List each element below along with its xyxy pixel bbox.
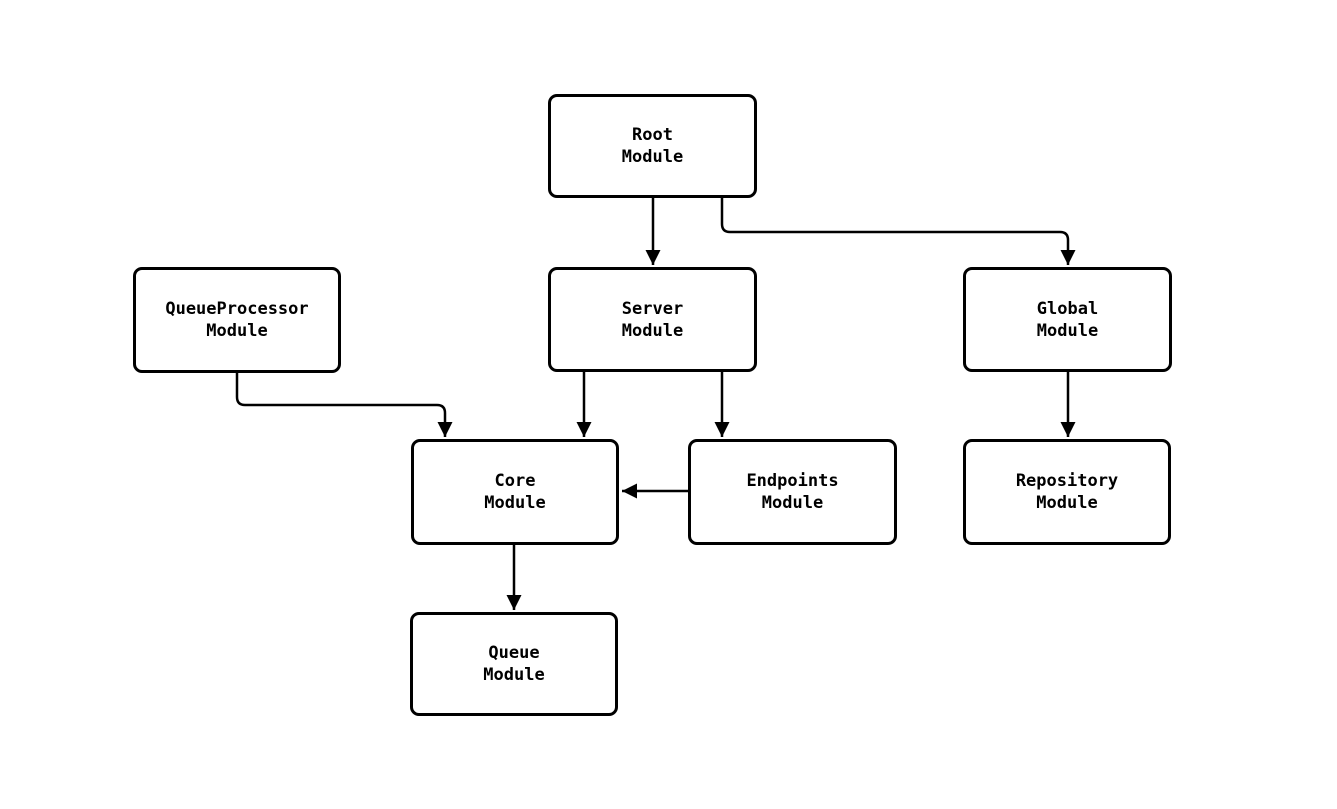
node-core-module: Core Module [411,439,619,545]
node-queueprocessor-module: QueueProcessor Module [133,267,341,373]
node-server-module-label: Server Module [621,298,684,341]
edge-queueprocessor-module-to-core-module [235,373,453,437]
node-root-module-label: Root Module [621,125,684,167]
node-global-module-label: Global Module [1036,298,1099,341]
node-core-module-label: Core Module [484,471,546,513]
node-repository-module: Repository Module [963,439,1171,545]
node-global-module: Global Module [963,267,1172,372]
node-queue-module-label: Queue Module [483,643,545,685]
node-server-module: Server Module [548,267,757,372]
node-queueprocessor-module-label: QueueProcessor Module [165,299,309,341]
node-endpoints-module-label: Endpoints Module [746,471,839,513]
edge-root-module-to-global-module [720,198,1076,265]
node-repository-module-label: Repository Module [1015,471,1119,513]
node-queue-module: Queue Module [410,612,618,716]
node-endpoints-module: Endpoints Module [688,439,897,545]
node-root-module: Root Module [548,94,757,198]
